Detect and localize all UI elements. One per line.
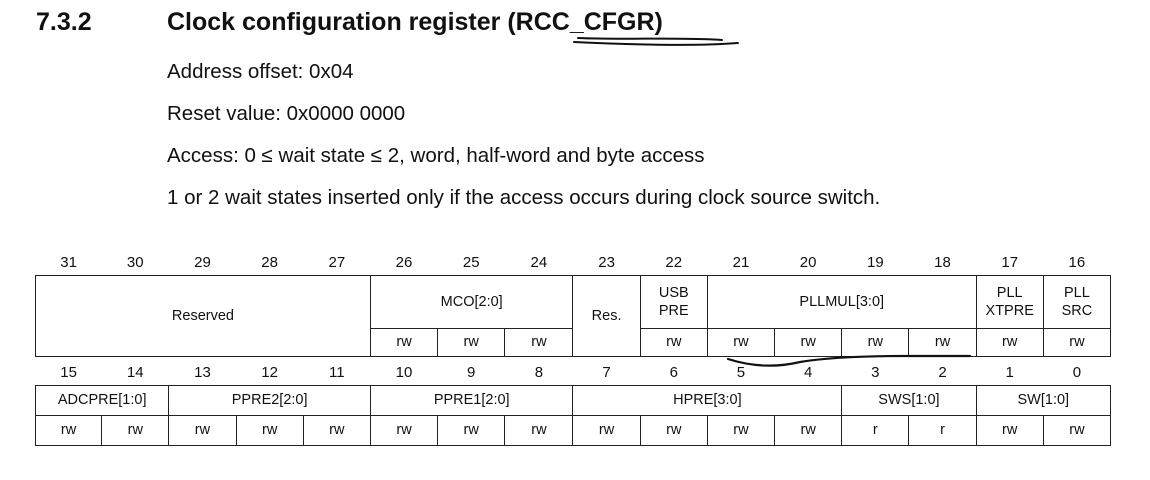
access-cell: rw <box>34 414 103 446</box>
register-lower-table: 15 14 13 12 11 10 9 8 7 6 5 4 3 2 1 0 AD… <box>34 361 1112 446</box>
field-row-lower: ADCPRE[1:0] PPRE2[2:0] PPRE1[2:0] HPRE[3… <box>34 384 1112 416</box>
bit-number: 28 <box>261 253 278 271</box>
field-pllsrc: PLL SRC <box>1042 274 1112 329</box>
bit-number: 18 <box>934 253 951 271</box>
access-cell: rw <box>437 327 506 357</box>
access-cell: rw <box>975 327 1044 357</box>
field-mco: MCO[2:0] <box>369 274 574 329</box>
bit-number: 15 <box>60 363 77 381</box>
access-cell: rw <box>101 414 170 446</box>
access-cell: rw <box>369 327 439 357</box>
access-cell: rw <box>639 414 708 446</box>
access-cell: rw <box>706 414 776 446</box>
field-hpre: HPRE[3:0] <box>572 384 843 416</box>
field-usbpre-label: USB PRE <box>658 284 689 319</box>
bit-number: 6 <box>669 363 678 381</box>
bit-number: 23 <box>598 253 615 271</box>
register-upper-table: 31 30 29 28 27 26 25 24 23 22 21 20 19 1… <box>35 251 1112 357</box>
access-cell: rw <box>437 414 506 446</box>
bit-number: 10 <box>395 363 413 381</box>
section-number: 7.3.2 <box>36 8 92 36</box>
access-row-lower: rw rw rw rw rw rw rw rw rw rw rw rw r r … <box>34 414 1112 446</box>
bit-number: 21 <box>732 253 750 271</box>
reset-value: Reset value: 0x0000 0000 <box>167 102 406 125</box>
access-cell: rw <box>639 327 708 357</box>
access-cell: r <box>841 414 910 446</box>
bit-number: 14 <box>126 363 144 381</box>
field-ppre1: PPRE1[2:0] <box>369 384 574 416</box>
bit-number: 20 <box>799 253 817 271</box>
bit-number: 7 <box>602 363 611 381</box>
field-res: Res. <box>572 274 641 357</box>
field-reserved: Reserved <box>35 274 371 357</box>
access-cell: rw <box>302 414 371 446</box>
wait-state-note: 1 or 2 wait states inserted only if the … <box>167 186 881 209</box>
bit-number: 11 <box>329 363 345 381</box>
bit-number: 17 <box>1001 253 1019 271</box>
bit-number: 31 <box>60 253 77 271</box>
field-sws: SWS[1:0] <box>841 384 977 416</box>
access-cell: rw <box>975 414 1044 446</box>
bit-number-row-lower: 15 14 13 12 11 10 9 8 7 6 5 4 3 2 1 0 <box>36 361 1111 385</box>
bit-number: 3 <box>871 363 880 381</box>
bit-number: 8 <box>534 363 544 381</box>
field-sw: SW[1:0] <box>975 384 1112 416</box>
field-pllxtpre: PLL XTPRE <box>975 274 1044 329</box>
bit-number: 26 <box>395 253 413 271</box>
address-offset: Address offset: 0x04 <box>167 60 354 83</box>
bit-number: 13 <box>194 363 211 381</box>
field-pllmul: PLLMUL[3:0] <box>706 274 977 329</box>
bit-number: 12 <box>261 363 278 381</box>
bit-number: 19 <box>866 253 884 271</box>
access-cell: rw <box>168 414 237 446</box>
field-pllxtpre-label: PLL XTPRE <box>985 284 1034 319</box>
bit-number: 22 <box>665 253 683 271</box>
bit-number: 9 <box>467 363 476 381</box>
bit-number: 2 <box>938 363 947 381</box>
access-cell: rw <box>504 414 574 446</box>
bit-number: 27 <box>328 253 346 271</box>
bit-number: 4 <box>803 363 813 381</box>
access-cell: rw <box>908 327 977 357</box>
access-cell: rw <box>774 414 843 446</box>
field-adcpre: ADCPRE[1:0] <box>34 384 170 416</box>
bit-number: 1 <box>1005 363 1014 381</box>
bit-number: 24 <box>530 253 548 271</box>
access-cell: rw <box>706 327 776 357</box>
access-cell: rw <box>1042 414 1112 446</box>
field-usbpre: USB PRE <box>639 274 708 329</box>
access-cell: rw <box>774 327 843 357</box>
bit-number: 5 <box>736 363 746 381</box>
access-cell: rw <box>841 327 910 357</box>
field-row-upper: Reserved MCO[2:0] Res. USB PRE PLLMUL[3:… <box>35 274 1112 357</box>
bit-number: 0 <box>1072 363 1082 381</box>
access-row-upper: rw rw rw rw rw rw rw rw rw rw <box>36 327 1112 357</box>
section-title: Clock configuration register (RCC_CFGR) <box>167 8 663 36</box>
bit-number: 29 <box>194 253 211 271</box>
access-info: Access: 0 ≤ wait state ≤ 2, word, half-w… <box>167 144 705 167</box>
bit-number: 30 <box>126 253 144 271</box>
field-pllsrc-label: PLL SRC <box>1061 284 1093 319</box>
access-cell: rw <box>1042 327 1112 357</box>
access-cell: r <box>908 414 977 446</box>
bit-number: 16 <box>1068 253 1086 271</box>
access-cell: rw <box>504 327 574 357</box>
access-cell: rw <box>572 414 641 446</box>
access-cell: rw <box>235 414 304 446</box>
access-cell: rw <box>369 414 439 446</box>
bit-number: 25 <box>462 253 480 271</box>
bit-number-row-upper: 31 30 29 28 27 26 25 24 23 22 21 20 19 1… <box>36 251 1111 275</box>
field-ppre2: PPRE2[2:0] <box>168 384 371 416</box>
handwritten-underline-title <box>573 37 739 46</box>
